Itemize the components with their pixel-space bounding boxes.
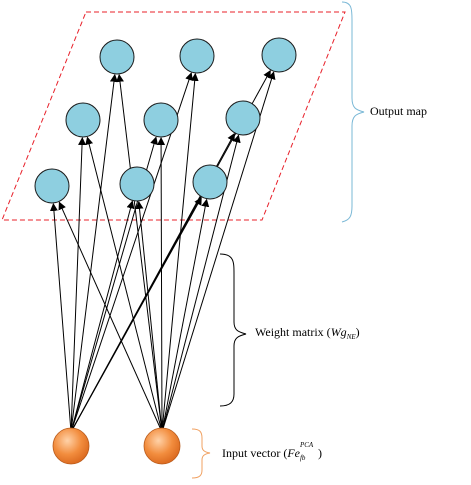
edge-input-2-to-output-3 xyxy=(161,71,276,433)
edge-input-1-to-output-9 xyxy=(70,196,202,433)
weight-matrix-symbol: Wg xyxy=(330,325,347,339)
weight-matrix-suffix: ) xyxy=(355,325,360,339)
input-vector-scripts: PCA fb xyxy=(299,441,318,462)
input-vector-brace xyxy=(191,428,211,479)
input-node-1 xyxy=(52,427,90,465)
edge-input-2-to-output-8 xyxy=(135,200,163,433)
output-node-9 xyxy=(192,164,228,200)
edge-input-2-to-output-5 xyxy=(157,136,166,433)
output-map-brace xyxy=(341,1,365,223)
edge-input-2-to-output-1 xyxy=(116,73,163,433)
output-node-5 xyxy=(143,102,179,138)
edge-input-2-to-output-2 xyxy=(161,72,199,433)
input-vector-symbol: Fe xyxy=(287,446,300,460)
weight-matrix-brace xyxy=(219,253,247,407)
connection-edges xyxy=(49,69,276,433)
input-node-2 xyxy=(143,427,181,465)
output-map-boundary xyxy=(1,11,346,221)
output-node-8 xyxy=(119,166,155,202)
weight-matrix-label: Weight matrix (WgNE) xyxy=(255,325,360,341)
input-vector-suffix: ) xyxy=(317,446,322,460)
edge-input-2-to-output-9 xyxy=(161,198,210,433)
input-vector-superscript: PCA xyxy=(299,441,314,449)
input-layer xyxy=(52,427,181,465)
edge-input-2-to-output-4 xyxy=(85,136,163,433)
output-node-7 xyxy=(34,168,70,204)
edge-input-1-to-output-7 xyxy=(49,202,72,433)
output-map-label: Output map xyxy=(370,104,427,118)
input-vector-prefix: Input vector ( xyxy=(222,446,288,460)
weight-matrix-prefix: Weight matrix ( xyxy=(255,325,331,339)
output-node-2 xyxy=(179,38,215,74)
edge-input-1-to-output-4 xyxy=(70,136,87,433)
output-node-1 xyxy=(99,39,135,75)
edge-input-2-to-output-7 xyxy=(58,201,163,433)
weight-matrix-subscript: NE xyxy=(346,333,356,341)
edge-input-1-to-output-1 xyxy=(70,73,118,433)
output-node-6 xyxy=(225,100,261,136)
output-layer xyxy=(34,37,297,204)
input-vector-subscript: fb xyxy=(299,454,306,462)
output-node-4 xyxy=(65,102,101,138)
output-node-3 xyxy=(261,37,297,73)
edge-input-1-to-output-8 xyxy=(70,200,135,433)
